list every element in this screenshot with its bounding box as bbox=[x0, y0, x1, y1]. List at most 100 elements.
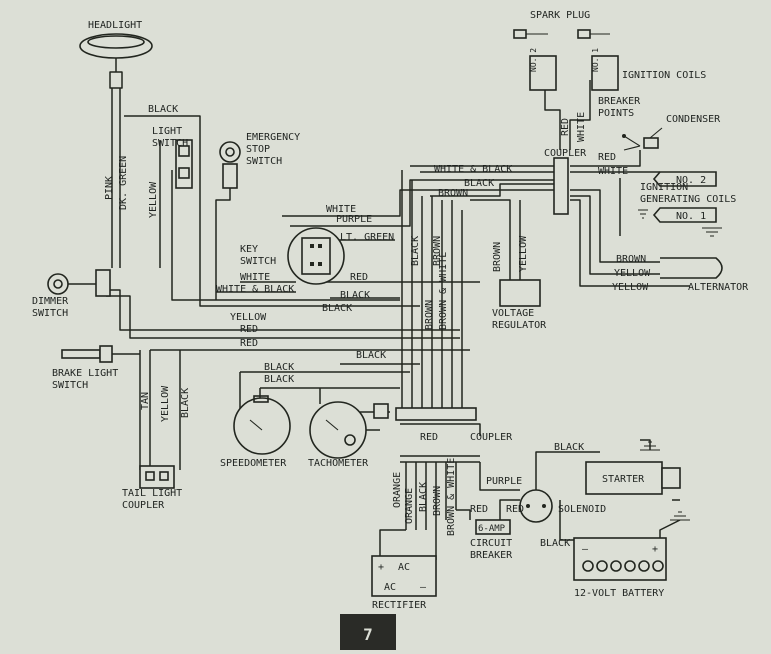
component-labels: HEADLIGHT LIGHT SWITCH EMERGENCY STOP SW… bbox=[32, 10, 749, 611]
ground-symbols bbox=[638, 209, 722, 521]
gen-no2-label: NO. 2 bbox=[676, 175, 706, 186]
key-switch bbox=[287, 227, 345, 285]
wire-labels: BLACK PINK DK. GREEN YELLOW WHITE PURPLE… bbox=[104, 104, 651, 549]
wire-black-battery: BLACK bbox=[540, 538, 570, 549]
circuit-breaker bbox=[475, 519, 511, 535]
wire-brown-vertical-2: BROWN bbox=[424, 300, 435, 330]
battery-plus: + bbox=[652, 544, 658, 555]
wire-red-mid-2: RED bbox=[240, 338, 258, 349]
rectifier-ac-2: AC bbox=[384, 582, 396, 593]
wire-pink: PINK bbox=[104, 176, 115, 200]
wire-red-breaker: RED bbox=[598, 152, 616, 163]
circuit-label-2: BREAKER bbox=[470, 550, 513, 561]
emergency-label-2: STOP bbox=[246, 144, 270, 155]
rectifier-plus: + bbox=[378, 562, 384, 573]
alternator bbox=[660, 257, 723, 279]
tail-light-coupler bbox=[139, 465, 175, 489]
wire-black-vertical: BLACK bbox=[410, 236, 421, 266]
wire-white-black-key: WHITE & BLACK bbox=[216, 284, 294, 295]
wire-white-key: WHITE bbox=[240, 272, 270, 283]
wire-brown-rect: BROWN bbox=[432, 486, 443, 516]
coupler-mid-label: COUPLER bbox=[470, 432, 513, 443]
spark-plug-label: SPARK PLUG bbox=[530, 10, 590, 21]
brake-label-2: SWITCH bbox=[52, 380, 88, 391]
wire-purple-solenoid: PURPLE bbox=[486, 476, 522, 487]
circuit-label-1: CIRCUIT bbox=[470, 538, 512, 549]
tachometer-label: TACHOMETER bbox=[308, 458, 369, 469]
emergency-stop-switch bbox=[219, 141, 241, 189]
wire-yellow-mid: YELLOW bbox=[230, 312, 267, 323]
emergency-label-3: SWITCH bbox=[246, 156, 282, 167]
wire-red-solenoid: RED bbox=[506, 504, 524, 515]
wire-black-speedo: BLACK bbox=[356, 350, 386, 361]
dimmer-switch bbox=[47, 269, 111, 297]
coupler-top-label: COUPLER bbox=[544, 148, 587, 159]
spark-plugs bbox=[513, 29, 610, 39]
gen-coils-label-2: GENERATING COILS bbox=[640, 194, 736, 205]
light-switch-label-1: LIGHT bbox=[152, 126, 182, 137]
light-switch-label-2: SWITCH bbox=[152, 138, 188, 149]
tail-label-2: COUPLER bbox=[122, 500, 165, 511]
wire-harness bbox=[66, 58, 690, 560]
key-switch-label-2: SWITCH bbox=[240, 256, 276, 267]
wire-red-mid-1: RED bbox=[240, 324, 258, 335]
wire-black-rect: BLACK bbox=[418, 482, 429, 512]
headlight-label: HEADLIGHT bbox=[88, 20, 142, 31]
battery-label: 12-VOLT BATTERY bbox=[574, 588, 664, 599]
wire-red-key: RED bbox=[350, 272, 368, 283]
battery bbox=[573, 537, 667, 581]
solenoid bbox=[519, 489, 553, 523]
wire-black-speedo-2: BLACK bbox=[264, 362, 294, 373]
wire-black-tail: BLACK bbox=[180, 388, 191, 418]
rectifier-label: RECTIFIER bbox=[372, 600, 427, 611]
wire-orange-1: ORANGE bbox=[392, 472, 403, 508]
wire-black-headlight: BLACK bbox=[148, 104, 178, 115]
wire-yellow-lightswitch: YELLOW bbox=[148, 181, 159, 218]
ignition-coils-label: IGNITION COILS bbox=[622, 70, 706, 81]
rectifier bbox=[371, 555, 437, 597]
condenser bbox=[643, 127, 663, 149]
breaker-label-2: POINTS bbox=[598, 108, 634, 119]
dimmer-label-1: DIMMER bbox=[32, 296, 69, 307]
generating-coil-1 bbox=[652, 207, 717, 223]
wire-red-cb: RED bbox=[470, 504, 488, 515]
amp-label: 6-AMP bbox=[478, 524, 506, 534]
voltage-regulator bbox=[499, 279, 541, 307]
breaker-label-1: BREAKER bbox=[598, 96, 641, 107]
wire-black-speedo-3: BLACK bbox=[264, 374, 294, 385]
speedometer-label: SPEEDOMETER bbox=[220, 458, 287, 469]
top-coupler bbox=[553, 157, 569, 215]
page-number: 7 bbox=[363, 625, 373, 644]
rectifier-ac-1: AC bbox=[398, 562, 410, 573]
wire-yellow-regulator: YELLOW bbox=[518, 235, 529, 272]
wire-black-starter: BLACK bbox=[554, 442, 584, 453]
wire-black-mid: BLACK bbox=[322, 303, 352, 314]
wire-yellow-tail: YELLOW bbox=[160, 385, 171, 422]
wire-brown-vertical: BROWN bbox=[432, 236, 443, 266]
wire-brown-regulator: BROWN bbox=[492, 242, 503, 272]
wire-purple: PURPLE bbox=[336, 214, 372, 225]
ignition-coil-2 bbox=[529, 55, 557, 91]
page-number-tab: 7 bbox=[340, 614, 396, 650]
wire-brown-white-rect: BROWN & WHITE bbox=[446, 458, 457, 536]
wire-tan: TAN bbox=[140, 392, 151, 410]
brake-label-1: BRAKE LIGHT bbox=[52, 368, 118, 379]
coil-no1-label: NO. 1 bbox=[591, 48, 600, 72]
wire-orange-2: ORANGE bbox=[404, 488, 415, 524]
generating-coil-2 bbox=[652, 171, 717, 187]
ignition-coil-1 bbox=[591, 55, 619, 91]
starter bbox=[585, 461, 681, 495]
headlight bbox=[79, 33, 153, 59]
speedometer bbox=[233, 395, 291, 455]
wire-white-black-top: WHITE & BLACK bbox=[434, 164, 512, 175]
wire-white: WHITE bbox=[326, 204, 356, 215]
middle-coupler bbox=[373, 403, 477, 421]
solenoid-label: SOLENOID bbox=[558, 504, 606, 515]
wire-lt-green: LT. GREEN bbox=[340, 232, 394, 243]
wire-black-top: BLACK bbox=[464, 178, 494, 189]
tachometer bbox=[309, 401, 367, 459]
battery-minus: – bbox=[582, 544, 589, 555]
wire-yellow-alt-2: YELLOW bbox=[612, 282, 649, 293]
wire-dk-green: DK. GREEN bbox=[118, 156, 129, 210]
